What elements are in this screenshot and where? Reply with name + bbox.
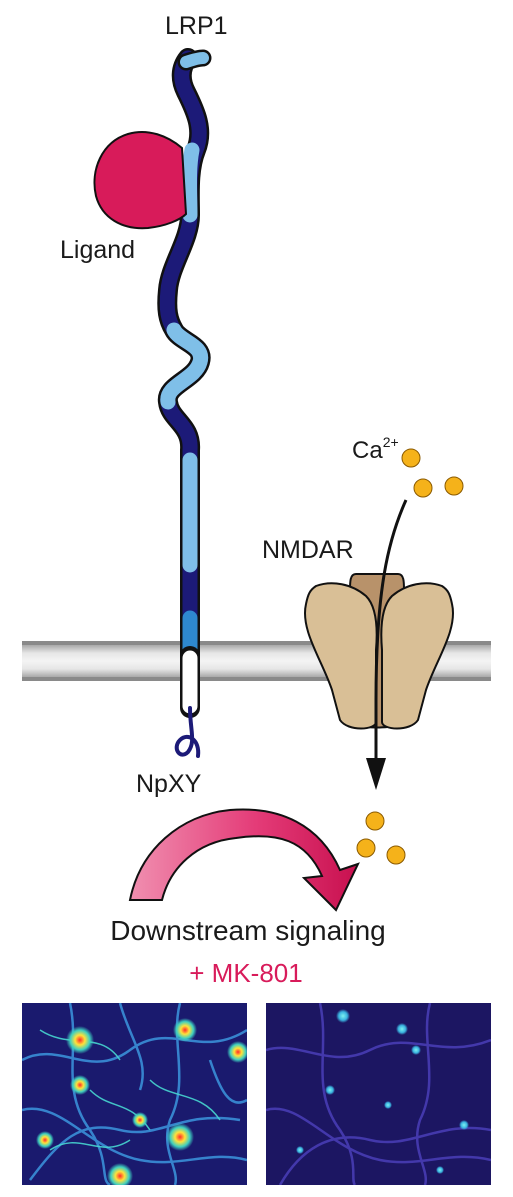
calcium-label: Ca2+ bbox=[352, 434, 399, 464]
lrp1-segment-light-2 bbox=[160, 322, 209, 410]
calcium-ion bbox=[444, 476, 464, 496]
calcium-influx-arrow bbox=[366, 499, 408, 790]
nmdar-right-subunit bbox=[380, 582, 454, 730]
calcium-ion bbox=[401, 448, 421, 468]
calcium-ion bbox=[356, 838, 376, 858]
calcium-symbol: Ca bbox=[352, 437, 383, 464]
ligand-shape bbox=[93, 130, 188, 230]
calcium-ions-extracellular bbox=[401, 448, 464, 498]
calcium-ion bbox=[386, 845, 406, 865]
nmdar-channel bbox=[304, 573, 454, 730]
lrp1-segment-light-1 bbox=[182, 142, 200, 223]
calcium-ion bbox=[413, 478, 433, 498]
calcium-charge: 2+ bbox=[383, 434, 399, 450]
nmdar-label: NMDAR bbox=[262, 536, 354, 564]
lrp1-receptor bbox=[157, 48, 212, 758]
lrp1-label: LRP1 bbox=[165, 12, 228, 40]
calcium-imaging-panel-mk801 bbox=[266, 1003, 491, 1185]
mk801-label: + MK-801 bbox=[189, 958, 302, 988]
calcium-ions-intracellular bbox=[356, 811, 406, 865]
npxy-tail bbox=[174, 706, 201, 758]
signaling-arrow bbox=[128, 808, 360, 912]
ligand-label: Ligand bbox=[60, 236, 135, 264]
calcium-imaging-panel-control bbox=[22, 1003, 247, 1185]
nmdar-left-subunit bbox=[304, 582, 378, 730]
calcium-ion bbox=[365, 811, 385, 831]
npxy-label: NpXY bbox=[136, 770, 202, 798]
downstream-signaling-label: Downstream signaling bbox=[110, 915, 385, 946]
